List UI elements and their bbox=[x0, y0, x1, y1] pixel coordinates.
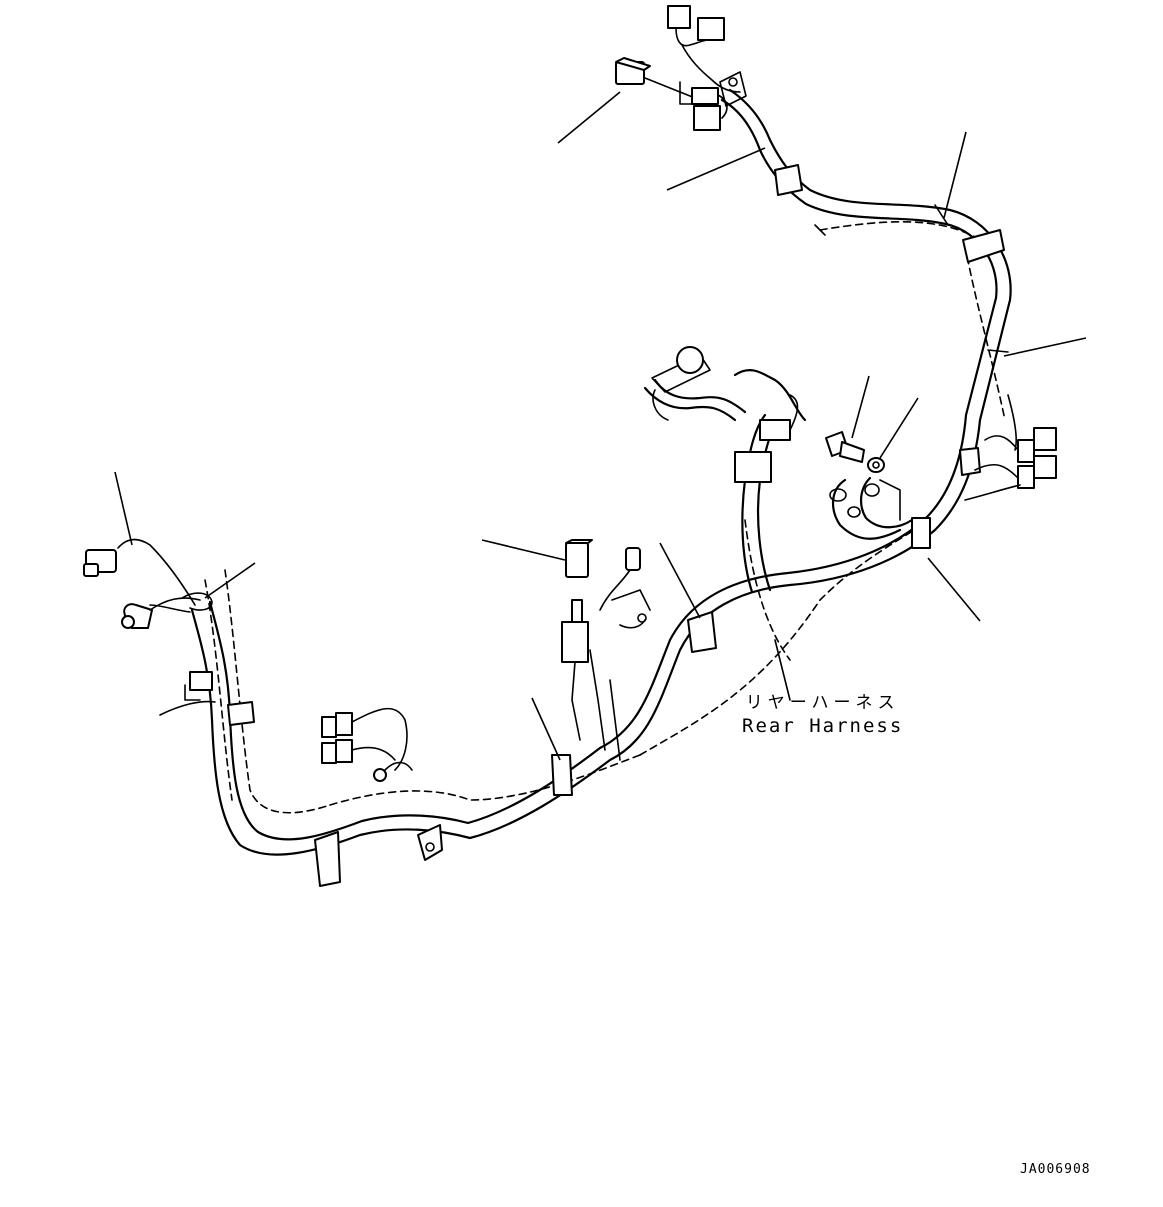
clamp-icon bbox=[189, 671, 213, 691]
leader-lines bbox=[114, 91, 1087, 761]
harness-label-english: Rear Harness bbox=[742, 715, 904, 737]
fasteners bbox=[825, 431, 885, 473]
upper-center-branch bbox=[643, 346, 807, 701]
main-harness-trunk bbox=[190, 88, 1012, 856]
clamp-icon bbox=[314, 831, 341, 887]
right-bracket bbox=[829, 476, 914, 540]
cap-icon bbox=[565, 542, 589, 578]
harness-clamps bbox=[189, 164, 1009, 887]
sensor-icon bbox=[676, 346, 704, 374]
clamp-icon bbox=[962, 229, 1005, 263]
clamp-icon bbox=[227, 701, 255, 726]
bolt-icon bbox=[825, 431, 865, 463]
right-connector-cluster bbox=[964, 394, 1057, 501]
left-branch bbox=[83, 538, 213, 701]
top-connectors bbox=[615, 5, 747, 131]
left-connector-cluster bbox=[321, 707, 443, 861]
clamp-icon bbox=[911, 517, 931, 549]
center-connectors bbox=[561, 539, 651, 761]
drawing-number: JA006908 bbox=[1020, 1162, 1091, 1177]
clamp-icon bbox=[551, 754, 573, 796]
connector-icon bbox=[561, 621, 589, 663]
washer-icon bbox=[867, 457, 885, 473]
connector-icon bbox=[734, 451, 772, 483]
connector-icon bbox=[1017, 439, 1035, 463]
connector-icon bbox=[667, 5, 691, 29]
clamp-icon bbox=[687, 611, 717, 653]
harness-label-japanese: リヤーハーネス bbox=[745, 693, 900, 713]
connector-icon bbox=[321, 716, 337, 738]
clamp-icon bbox=[774, 164, 803, 196]
harness-label: リヤーハーネス Rear Harness bbox=[742, 692, 903, 738]
clamp-icon bbox=[959, 447, 981, 476]
